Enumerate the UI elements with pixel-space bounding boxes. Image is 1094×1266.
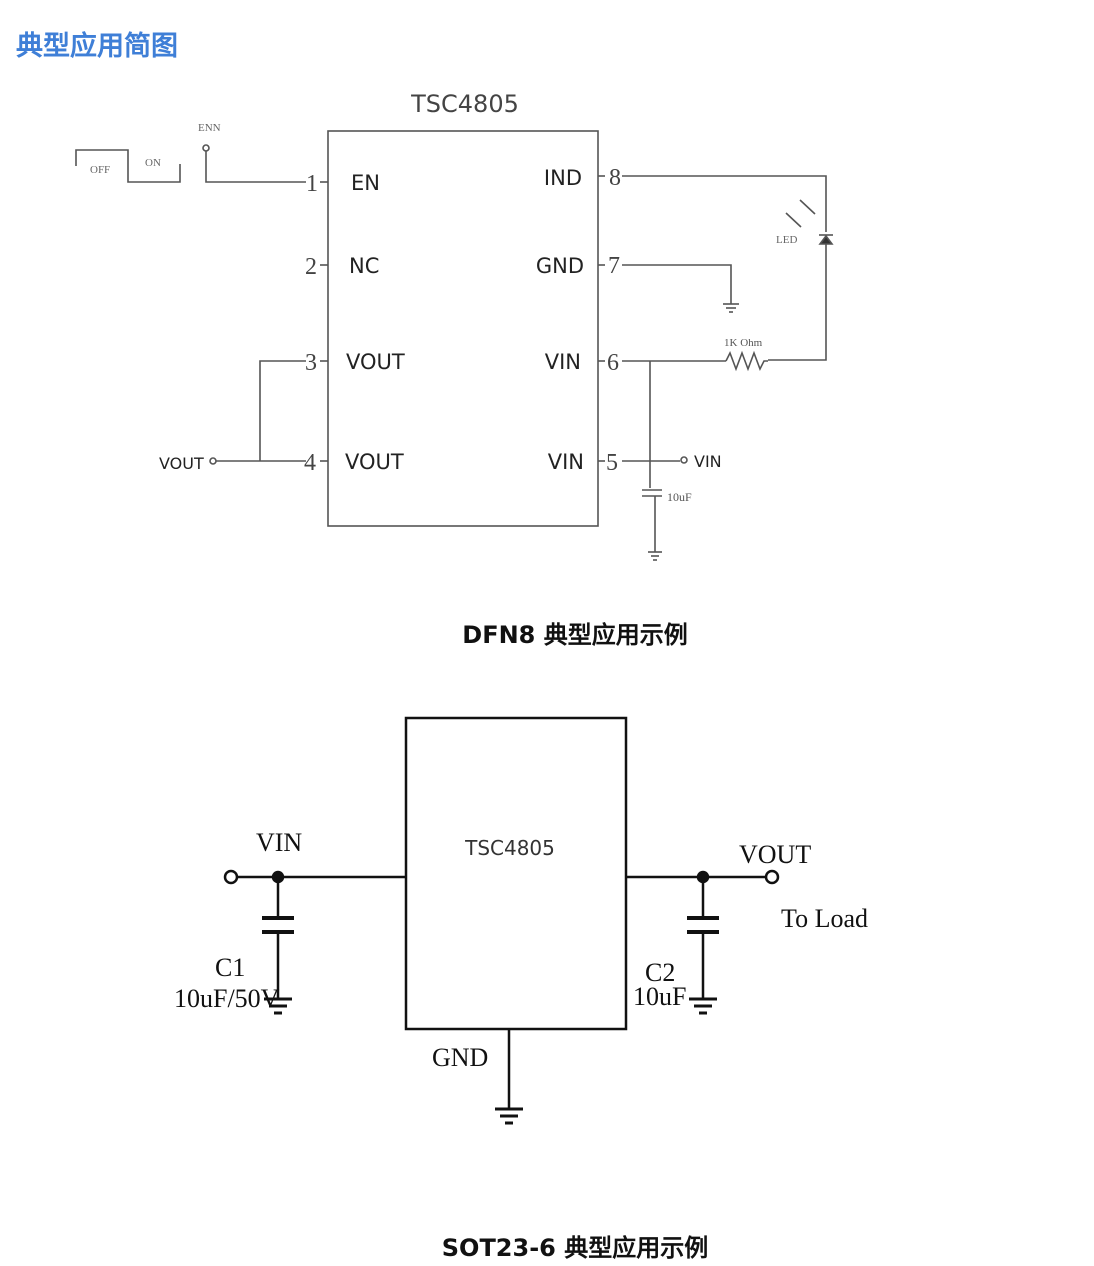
off-on-switch <box>75 149 181 183</box>
led-diode <box>818 234 834 245</box>
sot23-caption: SOT23-6 典型应用示例 <box>441 1234 709 1262</box>
led-arrow-2 <box>785 212 802 228</box>
resistor <box>725 350 768 372</box>
wire-led-resistor <box>768 244 827 361</box>
wire-gnd <box>622 264 732 304</box>
vout-terminal-label: VOUT <box>159 454 204 473</box>
led-arrow-1 <box>799 199 816 215</box>
pin-name-7: GND <box>536 254 584 278</box>
vin-terminal-label: VIN <box>694 452 722 471</box>
pin-name-1: EN <box>351 171 380 195</box>
dfn8-schematic: TSC4805 ENN OFF ON 1 2 3 4 EN NC VOUT VO… <box>75 90 834 561</box>
load-label: To Load <box>781 904 868 933</box>
pin-num-2: 2 <box>305 254 317 280</box>
vout-label-sot: VOUT <box>739 840 811 869</box>
sot23-schematic: TSC4805 VIN VOUT To Load C1 10uF/50V C2 … <box>174 716 868 1125</box>
cap-label: 10uF <box>667 490 692 504</box>
pin-name-2: NC <box>349 254 379 278</box>
section-heading: 典型应用简图 <box>16 31 178 62</box>
sot23-chip-body <box>404 716 628 1031</box>
pin-name-8: IND <box>544 166 582 190</box>
wire-vout-loop <box>259 360 306 461</box>
c1-value: 10uF/50V <box>174 984 280 1013</box>
pin-num-4: 4 <box>304 450 316 476</box>
c1-name: C1 <box>215 953 245 982</box>
pin-num-8: 8 <box>609 165 621 191</box>
dfn8-chip-body <box>327 130 599 527</box>
switch-off-label: OFF <box>90 164 110 176</box>
pin-name-6: VIN <box>545 350 581 374</box>
wire-en <box>205 151 306 183</box>
vin-terminal-sot <box>223 869 239 885</box>
gnd-label-sot: GND <box>432 1043 488 1072</box>
pin-num-5: 5 <box>606 450 618 476</box>
dfn8-caption: DFN8 典型应用示例 <box>462 621 688 649</box>
sot23-chip-name: TSC4805 <box>464 836 555 860</box>
dfn8-chip-name: TSC4805 <box>410 90 519 118</box>
c2-name: C2 <box>645 958 675 987</box>
vin-label-sot: VIN <box>256 828 302 857</box>
c2-value: 10uF <box>633 982 686 1011</box>
pin-name-3: VOUT <box>346 350 405 374</box>
vout-terminal-sot <box>764 869 780 885</box>
pin-num-6: 6 <box>607 350 619 376</box>
resistor-label: 1K Ohm <box>724 337 763 349</box>
vout-terminal <box>209 457 217 465</box>
vin-terminal <box>680 456 688 464</box>
led-label: LED <box>776 234 797 246</box>
enn-terminal <box>202 144 210 152</box>
pin-num-1: 1 <box>306 171 318 197</box>
pin-name-4: VOUT <box>345 450 404 474</box>
enn-label: ENN <box>198 122 221 134</box>
pin-num-7: 7 <box>608 253 620 279</box>
wire-ind <box>622 175 827 232</box>
switch-on-label: ON <box>145 157 161 169</box>
pin-name-5: VIN <box>548 450 584 474</box>
pin-num-3: 3 <box>305 350 317 376</box>
